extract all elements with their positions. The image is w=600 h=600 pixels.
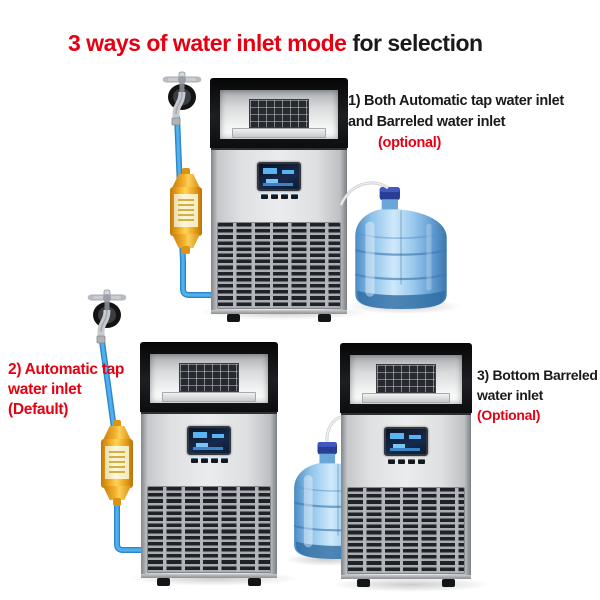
machine-base-edge <box>341 575 471 579</box>
annotation-2-line-3: (Default) <box>8 401 69 418</box>
annotation-1-line-1: 1) Both Automatic tap water inlet <box>348 93 564 109</box>
control-buttons <box>383 459 429 464</box>
ice-machine-1-open-lid <box>220 90 338 139</box>
lcd-screen-icon <box>384 427 428 456</box>
ice-tray-grid-icon <box>249 99 309 128</box>
machine-base-edge <box>141 574 277 578</box>
lcd-screen-icon <box>187 426 231 455</box>
water-filter-icon-2 <box>101 420 133 506</box>
ice-machine-3-top-bin <box>340 343 472 413</box>
annotation-3-line-2: water inlet <box>477 387 543 403</box>
annotation-3-line-3: (Optional) <box>477 407 541 423</box>
ice-machine-2 <box>140 342 278 586</box>
control-buttons <box>186 458 232 463</box>
ice-tray-grid-icon <box>179 363 239 392</box>
ice-machine-3 <box>340 343 472 587</box>
ice-machine-2-open-lid <box>150 354 268 403</box>
lcd-screen-icon <box>257 162 301 191</box>
water-tray <box>362 393 450 403</box>
control-buttons <box>256 194 302 199</box>
annotation-1-line-2: and Barreled water inlet <box>348 114 506 130</box>
ice-machine-2-vent-grille <box>147 486 271 573</box>
annotation-option-2: 2) Automatic tap water inlet (Default) <box>8 360 124 420</box>
machine-base-edge <box>211 310 347 314</box>
title-rest: for selection <box>352 30 483 56</box>
annotation-3-line-1: 3) Bottom Barreled <box>477 367 598 383</box>
ice-machine-1-top-bin <box>210 78 348 148</box>
ice-machine-1-vent-grille <box>217 222 341 309</box>
annotation-option-3: 3) Bottom Barreled water inlet (Optional… <box>477 365 598 425</box>
water-filter-icon-1 <box>170 168 202 254</box>
machine-foot <box>357 579 370 587</box>
annotation-2-line-2: water inlet <box>8 381 82 398</box>
annotation-option-1: 1) Both Automatic tap water inlet and Ba… <box>348 91 564 154</box>
machine-foot <box>157 578 170 586</box>
machine-foot <box>442 579 455 587</box>
machine-foot <box>318 314 331 322</box>
ice-tray-grid-icon <box>376 364 436 393</box>
annotation-2-line-1: 2) Automatic tap <box>8 361 125 378</box>
ice-machine-3-display <box>383 427 429 464</box>
ice-machine-3-open-lid <box>350 355 462 404</box>
ice-machine-3-vent-grille <box>347 487 465 574</box>
ice-machine-1-display <box>256 162 302 199</box>
faucet-icon-1 <box>162 71 202 126</box>
ice-machine-2-top-bin <box>140 342 278 412</box>
water-bottle-icon-1 <box>354 187 448 309</box>
faucet-icon-2 <box>87 289 127 344</box>
water-tray <box>162 392 256 402</box>
page-title: 3 ways of water inlet mode for selection <box>68 30 483 57</box>
title-highlight: 3 ways of water inlet mode <box>68 30 353 56</box>
machine-foot <box>248 578 261 586</box>
annotation-1-line-3: (optional) <box>378 135 442 151</box>
ice-machine-1 <box>210 78 348 322</box>
ice-machine-2-display <box>186 426 232 463</box>
water-tray <box>232 128 326 138</box>
machine-foot <box>227 314 240 322</box>
